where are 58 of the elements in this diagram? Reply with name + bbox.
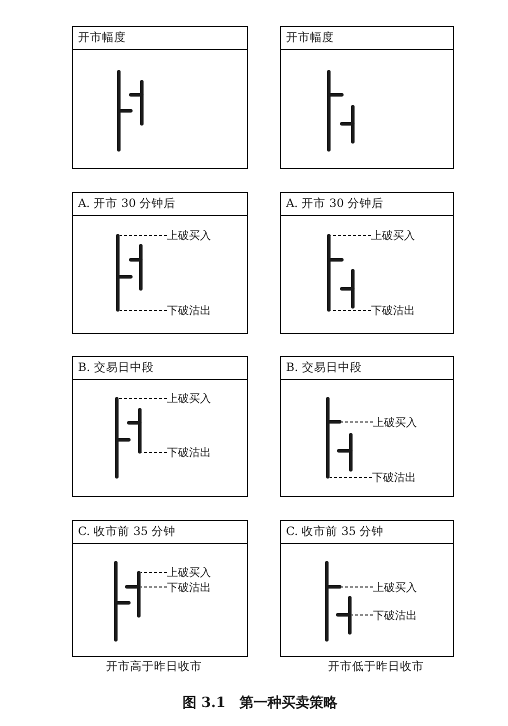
callout-label: 上破买入	[167, 392, 211, 405]
callout-label: 上破买入	[167, 566, 211, 579]
price-bar	[340, 269, 355, 309]
panel-title: A. 开市 30 分钟后	[73, 193, 247, 216]
panel-title: B. 交易日中段	[281, 357, 453, 380]
figure-caption: 图 3.1 第一种买卖策略	[182, 694, 338, 712]
callout-label: 下破沽出	[371, 304, 415, 317]
leader-line	[330, 310, 372, 311]
callout-label: 上破买入	[371, 229, 415, 242]
price-bar	[117, 70, 133, 152]
chart-panel	[72, 192, 248, 334]
price-bar	[129, 244, 143, 291]
panel-title: 开市幅度	[281, 27, 453, 50]
callout-label: 下破沽出	[373, 608, 417, 622]
price-bar	[116, 234, 133, 312]
price-bar	[125, 571, 141, 618]
panel-title: 开市幅度	[73, 27, 247, 50]
price-bar	[326, 397, 342, 479]
chart-panel	[72, 520, 248, 657]
chart-panel	[280, 26, 454, 169]
column-caption: 开市高于昨日收市	[106, 659, 202, 673]
leader-line	[140, 572, 168, 573]
callout-label: 上破买入	[167, 229, 211, 242]
leader-line	[351, 614, 374, 616]
callout-label: 下破沽出	[167, 580, 211, 594]
price-bar	[336, 596, 352, 635]
price-bar	[327, 70, 344, 152]
leader-line	[118, 398, 168, 399]
leader-line	[329, 477, 372, 478]
callout-label: 下破沽出	[372, 471, 416, 484]
price-bar	[337, 433, 353, 472]
leader-line	[141, 452, 168, 453]
chart-panel	[72, 26, 248, 169]
panel-title: C. 收市前 35 分钟	[73, 521, 247, 544]
price-bar	[340, 105, 355, 144]
leader-line	[119, 235, 168, 236]
leader-line	[140, 586, 168, 588]
callout-label: 下破沽出	[167, 446, 211, 459]
price-bar	[115, 397, 131, 479]
price-bar	[114, 561, 131, 642]
chart-panel	[280, 192, 454, 334]
chart-panel	[72, 356, 248, 497]
leader-line	[341, 586, 374, 588]
callout-label: 上破买入	[373, 416, 417, 428]
price-bar	[325, 561, 342, 642]
chart-panel	[280, 520, 454, 657]
callout-label: 下破沽出	[167, 304, 211, 317]
column-caption: 开市低于昨日收市	[328, 659, 424, 673]
price-bar	[327, 234, 344, 312]
panel-title: C. 收市前 35 分钟	[281, 521, 453, 544]
leader-line	[330, 235, 372, 236]
price-bar	[127, 408, 142, 454]
leader-line	[119, 310, 168, 311]
panel-title: B. 交易日中段	[73, 357, 247, 380]
callout-label: 上破买入	[373, 580, 417, 594]
price-bar	[129, 80, 144, 126]
panel-title: A. 开市 30 分钟后	[281, 193, 453, 216]
chart-panel	[280, 356, 454, 497]
